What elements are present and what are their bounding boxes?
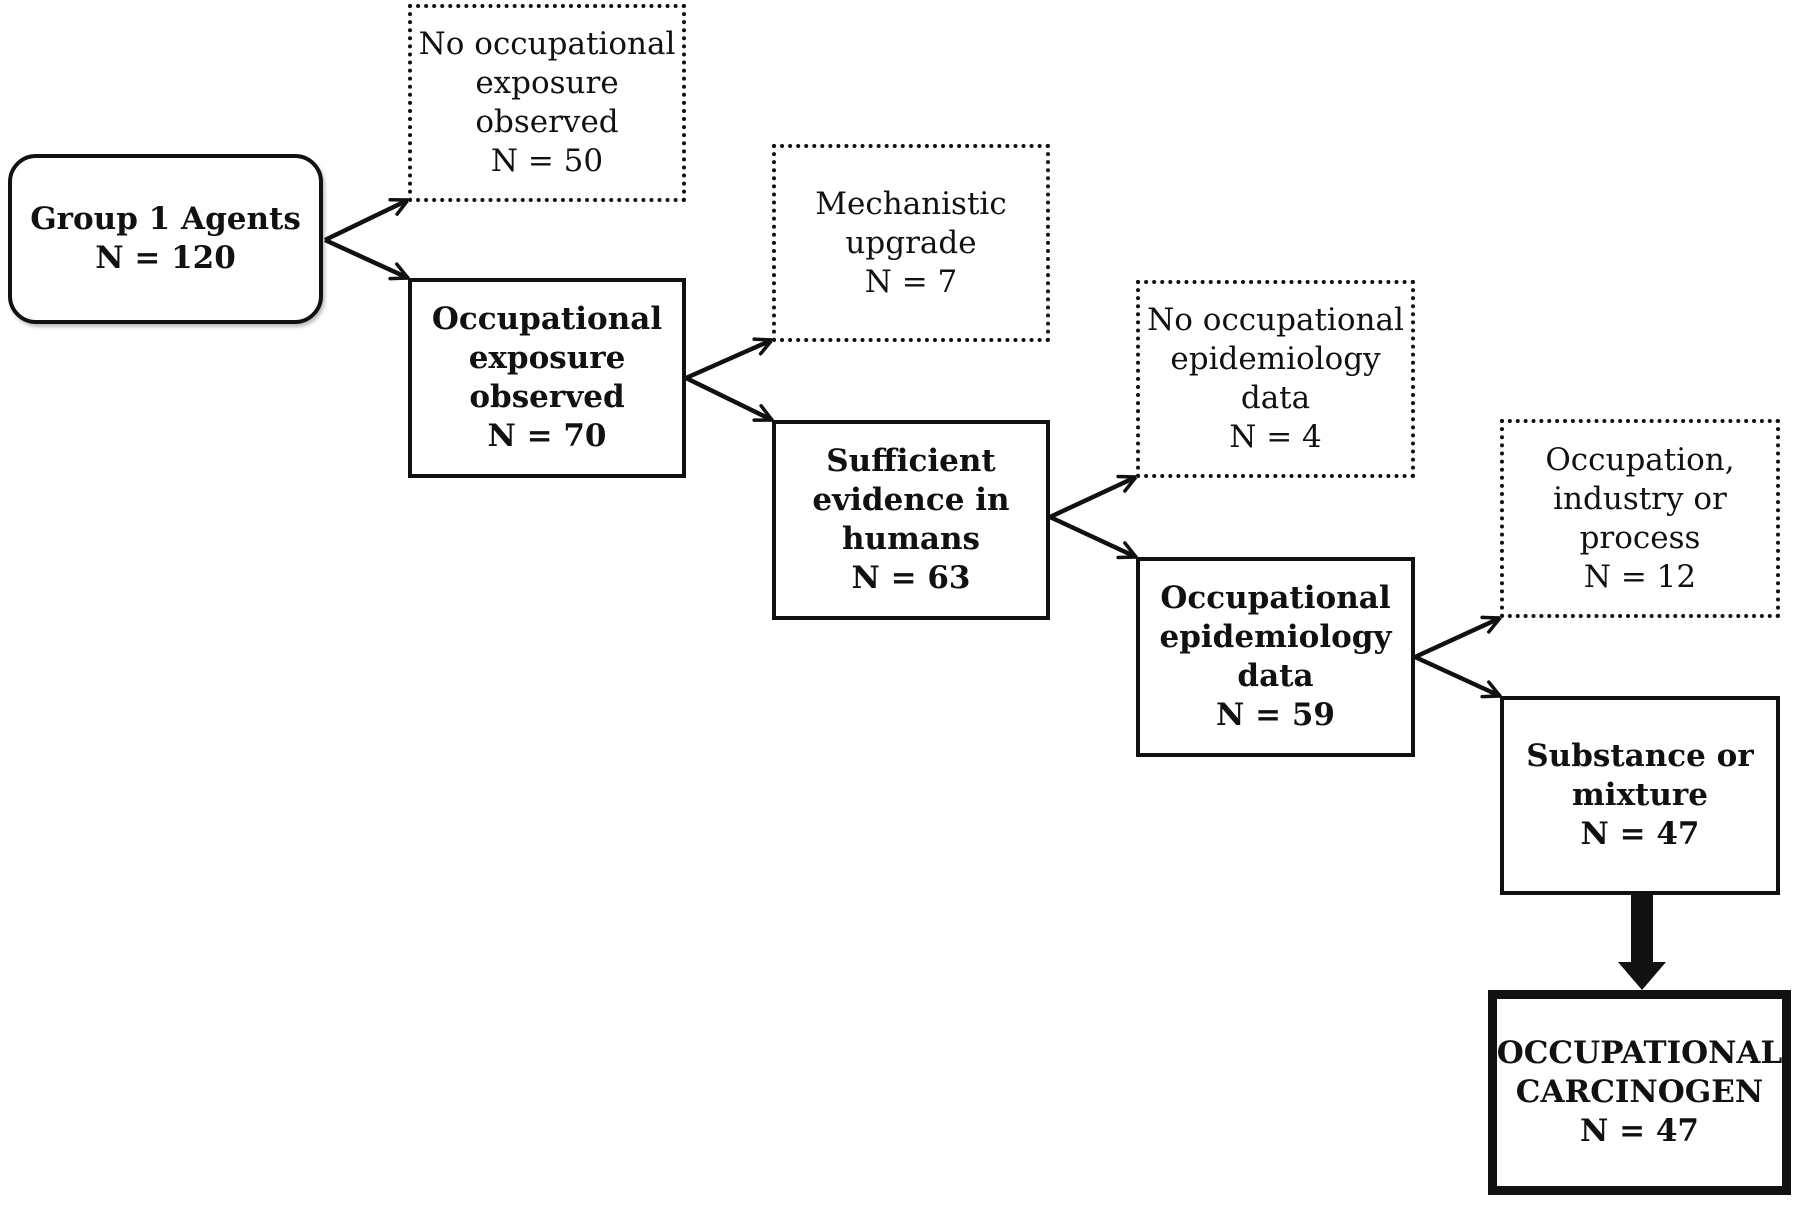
node-line: Occupational: [1160, 580, 1391, 616]
node-line: No occupational: [1147, 302, 1404, 338]
node-no-occupational-exposure: No occupational exposure observed N = 50: [408, 4, 686, 202]
node-group-1-agents: Group 1 Agents N = 120: [8, 154, 323, 324]
node-line: observed: [469, 379, 625, 415]
node-line: epidemiology: [1170, 341, 1381, 377]
node-line: mixture: [1572, 777, 1708, 813]
node-no-occupational-epidemiology: No occupational epidemiology data N = 4: [1136, 280, 1415, 478]
node-line: Sufficient: [826, 443, 996, 479]
node-line: Occupational: [431, 301, 663, 337]
node-count: N = 63: [851, 560, 971, 596]
node-line: data: [1240, 380, 1311, 416]
node-line: No occupational: [418, 26, 676, 62]
node-count: N = 12: [1583, 558, 1697, 595]
node-line: humans: [842, 521, 980, 557]
node-occupation-industry-process: Occupation, industry or process N = 12: [1500, 419, 1780, 618]
arrow-sufficient-to-no-epi: [1049, 474, 1138, 520]
node-count: N = 70: [487, 418, 607, 454]
node-line: exposure: [468, 340, 626, 376]
node-line: industry or: [1553, 480, 1727, 517]
node-mechanistic-upgrade: Mechanistic upgrade N = 7: [772, 144, 1050, 342]
node-count: N = 47: [1579, 1113, 1700, 1149]
node-title: Group 1 Agents: [30, 201, 301, 237]
node-line: Substance or: [1526, 738, 1754, 774]
node-count: N = 4: [1229, 419, 1322, 455]
arrow-epi-to-occupation: [1414, 615, 1502, 660]
arrow-exposure-to-sufficient: [685, 375, 774, 423]
node-occupational-epidemiology-data: Occupational epidemiology data N = 59: [1136, 557, 1415, 757]
arrow-start-to-exposure: [324, 237, 410, 281]
node-count: N = 47: [1580, 816, 1700, 852]
node-line: epidemiology: [1159, 619, 1392, 655]
node-line: Occupation,: [1545, 441, 1735, 478]
node-occupational-exposure-observed: Occupational exposure observed N = 70: [408, 278, 686, 478]
node-occupational-carcinogen: OCCUPATIONAL CARCINOGEN N = 47: [1488, 990, 1791, 1195]
node-line: process: [1579, 519, 1701, 556]
arrow-exposure-to-mechanistic: [685, 337, 774, 381]
arrow-substance-to-final-head: [1618, 962, 1666, 990]
node-line: CARCINOGEN: [1515, 1074, 1764, 1110]
node-line: OCCUPATIONAL: [1496, 1035, 1783, 1071]
node-count: N = 7: [864, 263, 958, 300]
node-line: upgrade: [845, 224, 977, 261]
node-sufficient-evidence-in-humans: Sufficient evidence in humans N = 63: [772, 420, 1050, 620]
node-substance-or-mixture: Substance or mixture N = 47: [1500, 696, 1780, 895]
arrow-epi-to-substance: [1414, 654, 1502, 699]
node-count: N = 59: [1215, 697, 1336, 733]
arrow-start-to-no-exposure: [324, 197, 410, 243]
node-line: evidence in: [812, 482, 1010, 518]
node-line: exposure: [475, 65, 619, 101]
node-line: observed: [475, 104, 619, 140]
node-line: Mechanistic: [815, 185, 1007, 222]
node-count: N = 120: [95, 240, 236, 276]
node-line: data: [1237, 658, 1314, 694]
arrow-sufficient-to-epi: [1049, 514, 1138, 560]
node-count: N = 50: [490, 143, 604, 179]
arrow-substance-to-final-shaft: [1631, 895, 1653, 965]
